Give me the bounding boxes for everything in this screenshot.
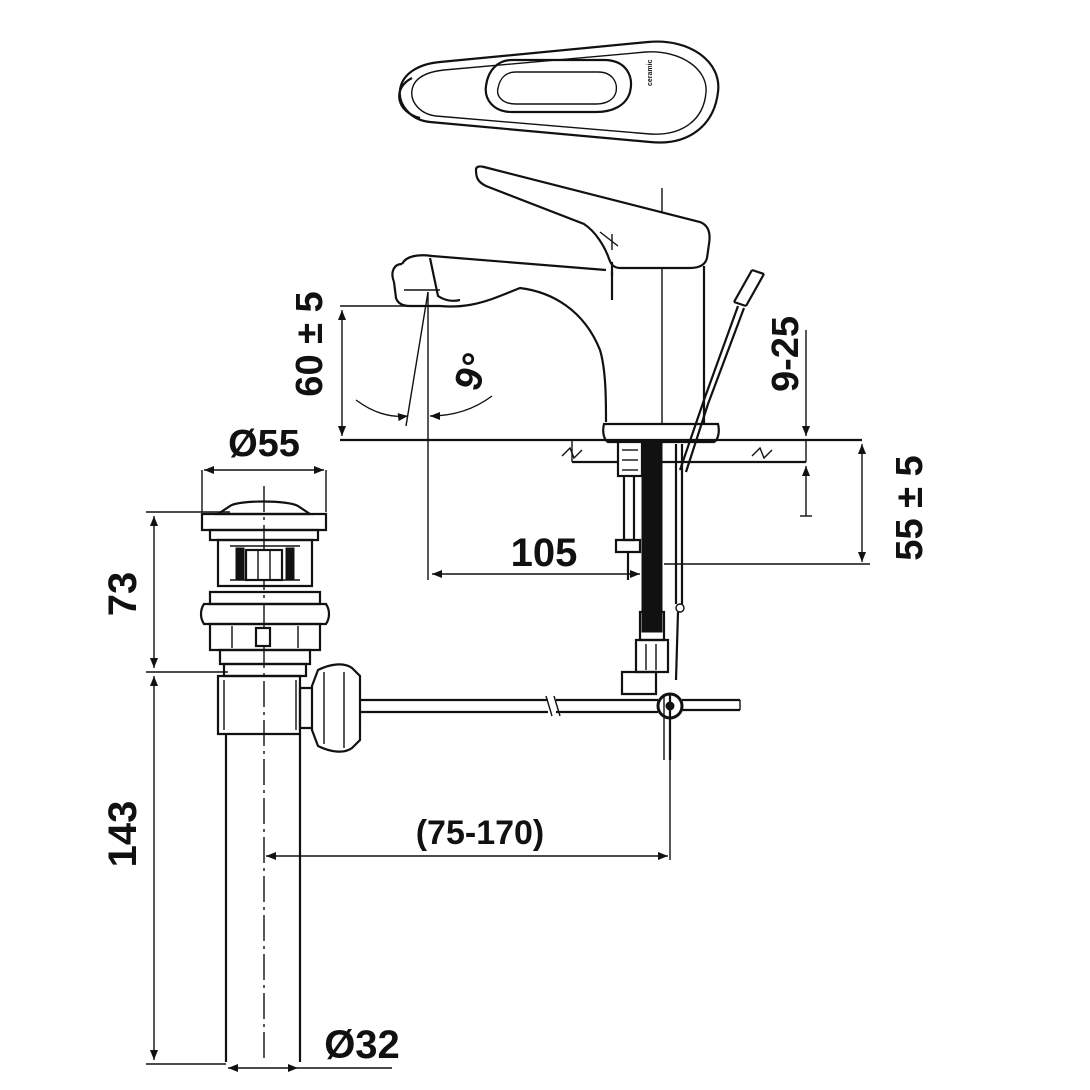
dim-spout-angle: 9° xyxy=(447,348,499,397)
dim-spout-height: 60 ± 5 xyxy=(289,291,331,396)
dim-drain-height-upper: 73 xyxy=(101,572,145,617)
handle-top-view: ceramic xyxy=(398,40,720,144)
dim-spout-reach: 105 xyxy=(511,531,578,575)
dim-drain-offset: (75-170) xyxy=(416,814,545,852)
svg-text:ceramic: ceramic xyxy=(647,59,654,86)
faucet-side-view xyxy=(391,165,765,473)
dim-drain-diameter-top: Ø55 xyxy=(228,423,300,465)
dimension-labels: 60 ± 5 9° 9-25 55 ± 5 105 Ø55 73 143 Ø32… xyxy=(101,291,931,1067)
dim-supply-length: 9-25 xyxy=(765,316,807,392)
dim-deck-thickness: 55 ± 5 xyxy=(889,455,931,560)
pop-up-drain xyxy=(199,486,362,1062)
dimension-lines xyxy=(146,291,870,1072)
dim-drain-pipe-diameter: Ø32 xyxy=(324,1023,400,1067)
deck-plate xyxy=(340,438,862,464)
dim-drain-height-lower: 143 xyxy=(101,801,145,868)
under-deck-fittings xyxy=(352,440,741,760)
